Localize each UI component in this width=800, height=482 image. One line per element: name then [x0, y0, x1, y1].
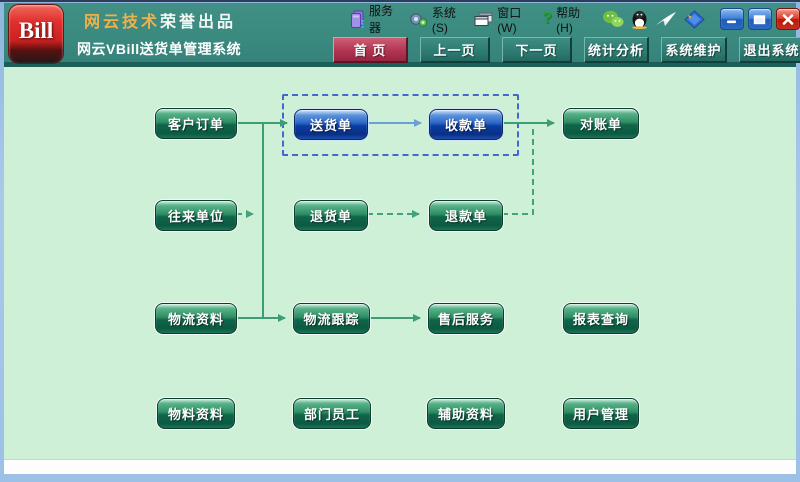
- brand-highlight: 网云技术: [84, 14, 161, 31]
- menu-window-label: 窗口(W): [497, 5, 522, 35]
- flow-node-logistics-data[interactable]: 物流资料: [155, 303, 237, 334]
- flow-node-customer-order[interactable]: 客户订单: [155, 108, 237, 139]
- flow-node-aftersales[interactable]: 售后服务: [428, 303, 504, 334]
- minimize-button[interactable]: [719, 8, 744, 30]
- menu-help[interactable]: ? 帮助(H): [539, 3, 589, 36]
- flow-node-dept-staff[interactable]: 部门员工: [293, 398, 371, 429]
- flow-node-auxiliary-data[interactable]: 辅助资料: [427, 398, 505, 429]
- window-frame-top: [0, 0, 800, 2]
- window-controls: [719, 8, 800, 30]
- flow-node-user-management[interactable]: 用户管理: [563, 398, 639, 429]
- menu-window[interactable]: 窗口(W): [471, 3, 530, 36]
- app-logo: Bill: [8, 4, 64, 64]
- menu-server-label: 服务器: [369, 4, 394, 35]
- nav-maintenance-button[interactable]: 系统维护: [661, 37, 727, 63]
- bird-icon[interactable]: [655, 11, 677, 28]
- app-title: 网云VBill送货单管理系统: [77, 41, 242, 57]
- menu-bar: 服务器 系统(S) 窗口(W) ? 帮助(H): [346, 4, 800, 35]
- nav-prev-page-button[interactable]: 上一页: [420, 37, 490, 63]
- wechat-icon[interactable]: [602, 10, 624, 28]
- help-icon: ?: [542, 10, 553, 27]
- nav-statistics-button[interactable]: 统计分析: [584, 37, 649, 63]
- flow-node-delivery-order[interactable]: 送货单: [294, 109, 368, 140]
- nav-bar: 首 页 上一页 下一页 统计分析 系统维护 退出系统: [333, 37, 800, 63]
- nav-next-page-button[interactable]: 下一页: [502, 37, 572, 63]
- menu-server[interactable]: 服务器: [346, 1, 397, 37]
- system-gears-icon: [409, 11, 428, 28]
- menu-help-label: 帮助(H): [556, 5, 581, 35]
- flow-node-statement[interactable]: 对账单: [563, 108, 639, 139]
- nav-exit-button[interactable]: 退出系统: [739, 37, 800, 63]
- flow-node-material-data[interactable]: 物料资料: [157, 398, 235, 429]
- flow-node-logistics-track[interactable]: 物流跟踪: [293, 303, 370, 334]
- brand-rest: 荣誉出品: [160, 14, 237, 31]
- main-content-area: [4, 67, 796, 459]
- flow-node-business-units[interactable]: 往来单位: [155, 200, 237, 231]
- flow-node-receipt[interactable]: 收款单: [429, 109, 503, 140]
- diamond-icon[interactable]: [684, 9, 705, 29]
- app-logo-text: Bill: [18, 18, 54, 43]
- tray-icons: [602, 9, 705, 29]
- qq-icon[interactable]: [631, 10, 648, 29]
- close-button[interactable]: [775, 8, 800, 30]
- nav-home-button[interactable]: 首 页: [333, 37, 408, 63]
- flow-node-report-query[interactable]: 报表查询: [563, 303, 639, 334]
- maximize-button[interactable]: [747, 8, 772, 30]
- header-separator: [4, 62, 796, 67]
- flow-node-refund-order[interactable]: 退款单: [429, 200, 503, 231]
- server-icon: [349, 10, 365, 29]
- menu-system-label: 系统(S): [431, 5, 456, 35]
- status-bar: [4, 459, 796, 474]
- brand-line: 网云技术荣誉出品: [84, 8, 236, 32]
- window-icon: [474, 12, 493, 27]
- menu-system[interactable]: 系统(S): [406, 3, 462, 36]
- flow-node-return-order[interactable]: 退货单: [294, 200, 368, 231]
